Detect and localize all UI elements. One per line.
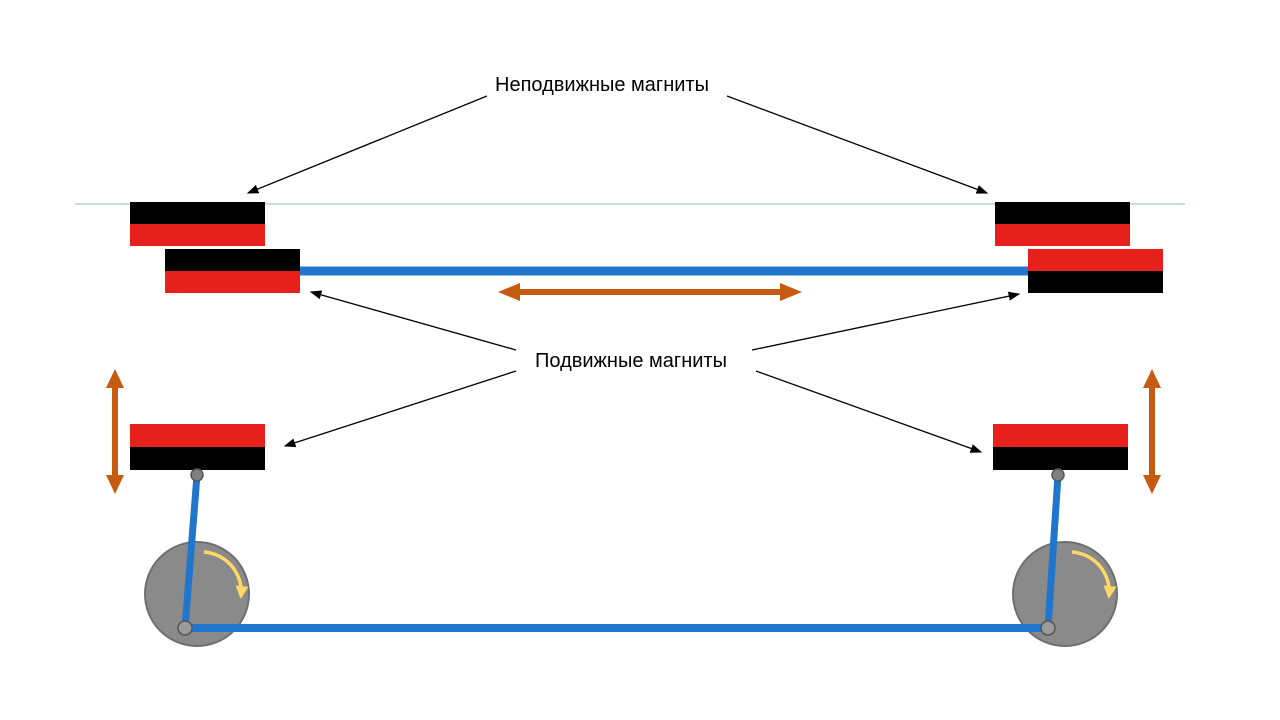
- lower-magnet-right-pole-black: [993, 447, 1128, 470]
- label-pointers: [246, 95, 1021, 453]
- pointer-fixed-magnet-left: [246, 95, 488, 194]
- oscillation-arrow-vertical-right: [1143, 369, 1161, 494]
- connecting-rod-left: [181, 471, 201, 632]
- movable-magnet-right: [1028, 249, 1163, 293]
- fixed-magnets-label: Неподвижные магниты: [495, 74, 709, 96]
- oscillation-arrow-vertical-right-top-head: [1143, 369, 1161, 388]
- crank-pin-left: [177, 620, 193, 636]
- pointer-fixed-magnet-right: [726, 95, 989, 194]
- lower-magnet-left-pole-red: [130, 424, 265, 447]
- movable-magnets-label: Подвижные магниты: [535, 350, 727, 372]
- movable-magnet-left-pole-red: [165, 271, 300, 293]
- pointer-movable-magnet-upper-right: [751, 291, 1021, 351]
- movable-magnet-left: [165, 249, 300, 293]
- lower-magnet-right-pole-red: [993, 424, 1128, 447]
- pointer-movable-magnet-upper-left: [309, 290, 517, 351]
- fixed-magnet-left-pole-black: [130, 202, 265, 224]
- oscillation-arrow-vertical-left-top-head: [106, 369, 124, 388]
- rotation-arrow-left: [203, 550, 249, 599]
- rotation-arrow-right: [1071, 550, 1117, 599]
- flywheel-right: [1012, 541, 1118, 647]
- joint-lower-magnet-right: [1051, 468, 1065, 482]
- fixed-magnet-left-pole-red: [130, 224, 265, 246]
- movable-magnet-left-pole-black: [165, 249, 300, 271]
- oscillation-arrow-vertical-left-bottom-head: [106, 475, 124, 494]
- oscillation-arrow-vertical-left: [106, 369, 124, 494]
- fixed-magnet-right-pole-red: [995, 224, 1130, 246]
- joint-lower-magnet-left: [190, 468, 204, 482]
- oscillation-arrow-left-head: [498, 283, 520, 301]
- pointer-movable-magnet-lower-left: [283, 370, 517, 448]
- oscillation-arrow-vertical-right-bottom-head: [1143, 475, 1161, 494]
- fixed-magnet-right: [995, 202, 1130, 246]
- connecting-rod-right: [1044, 471, 1062, 632]
- crank-pin-right: [1040, 620, 1056, 636]
- fixed-magnet-left: [130, 202, 265, 246]
- flywheel-left: [144, 541, 250, 647]
- movable-magnet-right-pole-black: [1028, 271, 1163, 293]
- fixed-magnet-right-pole-black: [995, 202, 1130, 224]
- lower-magnet-right: [993, 424, 1128, 470]
- oscillation-arrow-horizontal: [498, 283, 802, 301]
- pointer-movable-magnet-lower-right: [755, 370, 983, 453]
- movable-magnet-right-pole-red: [1028, 249, 1163, 271]
- lower-magnet-left-pole-black: [130, 447, 265, 470]
- lower-magnet-left: [130, 424, 265, 470]
- oscillation-arrow-right-head: [780, 283, 802, 301]
